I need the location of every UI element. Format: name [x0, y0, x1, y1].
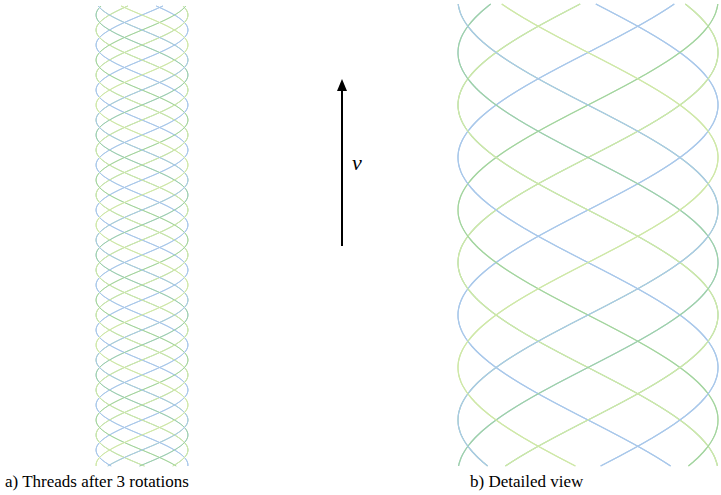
- subfigure-caption: a) Threads after 3 rotations: [5, 472, 189, 492]
- thread-strand: [458, 4, 718, 466]
- thread-strand: [96, 6, 188, 466]
- thread-strand: [96, 6, 188, 466]
- thread-strand: [96, 6, 188, 466]
- thread-strand: [96, 6, 188, 466]
- thread-strand: [96, 6, 188, 466]
- thread-strand: [458, 4, 718, 466]
- thread-strand: [458, 4, 718, 466]
- thread-strand: [458, 4, 718, 466]
- thread-strand: [96, 6, 188, 466]
- thread-strand: [458, 4, 718, 466]
- thread-strand: [96, 6, 188, 466]
- thread-strand: [96, 6, 188, 466]
- thread-strand: [458, 4, 718, 466]
- thread-strand: [458, 4, 718, 466]
- thread-strand: [96, 6, 188, 466]
- thread-strand: [458, 4, 718, 466]
- thread-strand: [458, 4, 718, 466]
- thread-tube-detail: [458, 4, 718, 466]
- thread-strand: [96, 6, 188, 466]
- thread-strand: [458, 4, 718, 466]
- thread-strand: [96, 6, 188, 466]
- thread-strand: [458, 4, 718, 466]
- thread-strand: [458, 4, 718, 466]
- thread-strand: [96, 6, 188, 466]
- thread-strand: [96, 6, 188, 466]
- thread-tube-overview: [96, 6, 188, 466]
- subfigure-caption: b) Detailed view: [470, 472, 583, 492]
- thread-strand: [96, 6, 188, 466]
- thread-strand: [458, 4, 718, 466]
- thread-strand: [458, 4, 718, 466]
- thread-strand: [96, 6, 188, 466]
- thread-strand: [458, 4, 718, 466]
- thread-strand: [96, 6, 188, 466]
- thread-strand: [458, 4, 718, 466]
- velocity-label: v: [352, 150, 362, 176]
- velocity-arrow: [341, 90, 343, 246]
